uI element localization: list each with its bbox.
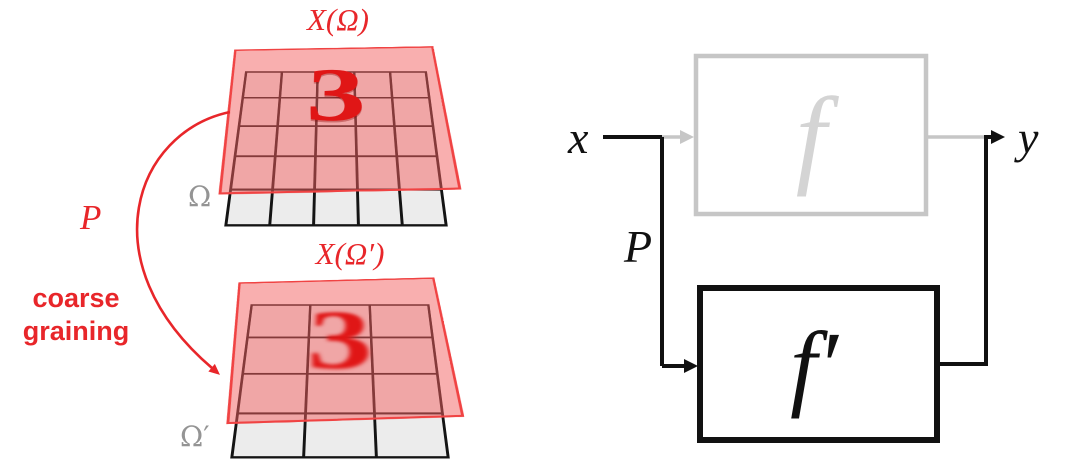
omega-label: Ω	[188, 180, 212, 213]
grid-cell	[375, 414, 447, 457]
grid-cell	[274, 157, 315, 189]
grid-cell	[357, 157, 398, 189]
grid-cell	[317, 126, 355, 156]
block-diagram: x y P f f′	[567, 53, 1039, 443]
grid-cell	[398, 157, 440, 189]
grid-cell	[355, 98, 393, 126]
grid-cell	[393, 98, 432, 126]
grid-cell	[315, 190, 357, 225]
grid-cell	[240, 98, 279, 126]
grid-cell	[356, 126, 396, 156]
grid-cell	[239, 374, 307, 413]
grid-cell	[395, 126, 436, 156]
grid-cell	[391, 72, 428, 98]
grid-cell	[271, 190, 314, 225]
grid-cell	[232, 157, 274, 189]
grid-cell	[307, 374, 373, 413]
grid-cell	[355, 72, 391, 98]
f-prime-output-line	[937, 137, 988, 366]
grid-cell	[316, 157, 356, 189]
grid-cell	[244, 72, 281, 98]
grid-cell	[233, 414, 305, 457]
grid-cell	[318, 72, 354, 98]
coarse-graining-caption: coarse graining	[22, 283, 130, 346]
grid-cell	[244, 338, 308, 373]
fine-grid-plane: 3	[216, 46, 462, 228]
omega-prime-label: Ω′	[180, 420, 210, 453]
coarse-digit: 3	[305, 295, 375, 389]
coarse-red-sheet	[226, 277, 465, 425]
grid-cell	[248, 305, 310, 337]
grid-cell	[227, 190, 272, 225]
grid-cell	[236, 126, 277, 156]
grid-cell	[400, 190, 445, 225]
p-label: P	[623, 221, 652, 272]
coarse-graining-p-label: P	[80, 198, 102, 237]
output-label: y	[1014, 112, 1039, 163]
coarse-grid-scene: 3	[222, 160, 465, 460]
f-box	[693, 53, 929, 217]
grid-cell	[373, 374, 441, 413]
input-label: x	[567, 112, 589, 163]
fine-grid-title: X(Ω)	[307, 2, 369, 37]
grid-cell	[276, 126, 316, 156]
grid-cell	[281, 72, 317, 98]
coarse-grid-title: X(Ω′)	[315, 236, 385, 271]
f-prime-box	[697, 285, 940, 443]
fine-red-sheet	[218, 46, 462, 195]
grid-cell	[372, 338, 436, 373]
fine-digit: 3	[304, 54, 368, 139]
coarse-grid-plane: 3	[222, 277, 465, 460]
fine-grid	[224, 71, 448, 227]
grid-cell	[358, 190, 401, 225]
grid-cell	[317, 98, 355, 126]
grid-cell	[370, 305, 432, 337]
grid-cell	[308, 338, 372, 373]
f-prime-label: f′	[790, 312, 840, 419]
grid-cell	[310, 305, 370, 337]
grid-cell	[305, 414, 375, 457]
grid-cell	[279, 98, 317, 126]
coarse-grid	[230, 304, 450, 459]
